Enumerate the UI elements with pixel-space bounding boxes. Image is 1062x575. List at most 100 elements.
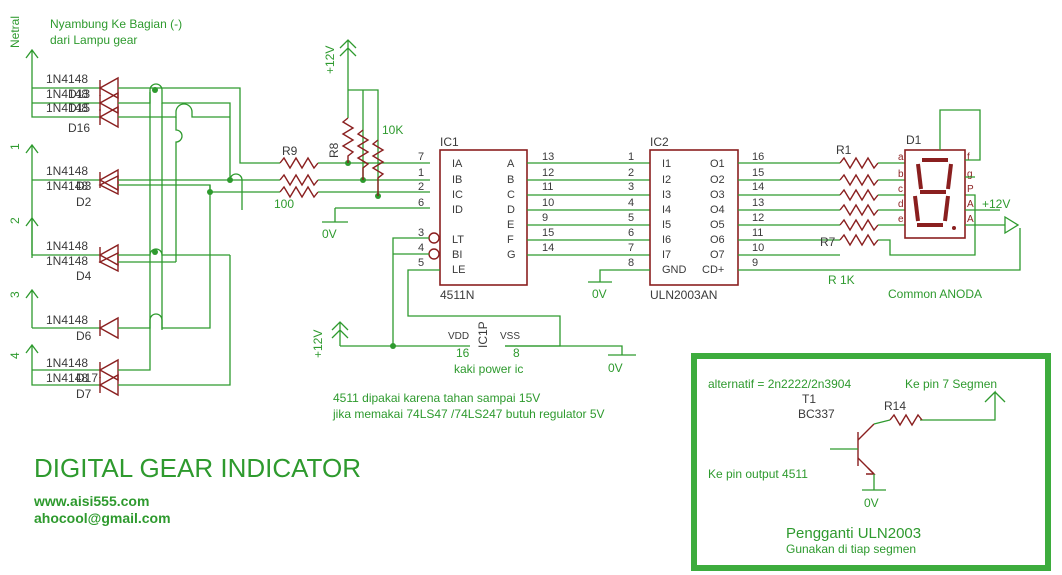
ic2-pin-number: 3 [628, 181, 634, 193]
ic1-pin-name: B [507, 174, 514, 186]
r7-label: R7 [820, 235, 836, 249]
alternative-subtitle: Gunakan di tiap segmen [786, 542, 916, 556]
common-anoda-label: Common ANODA [888, 287, 982, 301]
ic2-ground-wire [588, 269, 650, 283]
ic1-pin-name: G [507, 249, 516, 261]
alternative-transistor-line: alternatif = 2n2222/2n3904 [708, 377, 851, 391]
alternative-ground-label: 0V [864, 496, 879, 510]
gear-input-2-label: 2 [8, 217, 22, 224]
r9-label: R9 [282, 144, 298, 158]
ic2-pin-number: 12 [752, 212, 764, 224]
ic2-output-wires [738, 162, 840, 256]
diode-part-label: 1N4148 [46, 371, 88, 385]
ic2-pin-number: 4 [628, 197, 634, 209]
r8-label: R8 [327, 142, 341, 158]
gear-input-rails [25, 48, 100, 386]
anode-label: A [967, 199, 974, 210]
ic2-pin-number: 11 [752, 227, 763, 239]
r1-label: R1 [836, 143, 852, 157]
transistor-ref-label: T1 [802, 392, 816, 406]
pullup-resistors [341, 117, 385, 196]
ic1-pin-number: 6 [418, 197, 424, 209]
pin7-label: Ke pin 7 Segmen [905, 377, 997, 391]
ic2-pin-number: 14 [752, 181, 764, 193]
ic2-pin-number: 9 [752, 257, 758, 269]
ic4511-note-line2: jika memakai 74LS47 /74LS247 butuh regul… [332, 407, 605, 421]
ic1p-vss-pin: 8 [513, 346, 520, 360]
neutral-note-line2: dari Lampu gear [50, 33, 137, 47]
diode-part-label: 1N4148 [46, 179, 88, 193]
vss-ground-wire [505, 345, 636, 356]
r9-value-label: 100 [274, 197, 294, 211]
segment-p-label: P [967, 184, 974, 195]
ic2-pin-name: O6 [710, 234, 725, 246]
ic1-pin-name: A [507, 158, 515, 170]
diode-ref-label: D16 [68, 121, 90, 135]
segment-resistors [839, 156, 879, 247]
segment-g-label: g [967, 169, 973, 180]
ic1-pin-name: ID [452, 204, 463, 216]
ic2-pin-name: GND [662, 264, 687, 276]
ic2-pin-name: O7 [710, 249, 725, 261]
ic1-pin-name: E [507, 219, 514, 231]
diode-ref-label: D7 [76, 387, 92, 401]
ic2-pin-number: 5 [628, 212, 634, 224]
ic2-pin-name: I1 [662, 158, 671, 170]
ic1-pin-number: 12 [542, 167, 554, 179]
ic1-input-wires [318, 162, 430, 222]
ic1p-vss-label: VSS [500, 331, 520, 342]
display-ref-label: D1 [906, 133, 922, 147]
display-input-wires [878, 162, 976, 256]
ic1-pin-number: 10 [542, 197, 554, 209]
ic1-pin-name: D [507, 204, 515, 216]
ic2-pin-name: O3 [710, 189, 725, 201]
output4511-label: Ke pin output 4511 [708, 467, 808, 481]
diode-part-label: 1N4148 [46, 164, 88, 178]
ic2-pin-name: O1 [710, 158, 725, 170]
ic2-right-pins: O1 O2 O3 O4 O5 O6 O7 CD+ 16 15 14 13 12 … [702, 151, 764, 276]
ic1p-vdd-pin: 16 [456, 346, 470, 360]
diode-bus-wiring [118, 83, 280, 386]
diode-ref-label: D13 [68, 87, 90, 101]
ic1-pin-name: IC [452, 189, 463, 201]
ic1-pin-number: 11 [542, 181, 553, 193]
gear-input-4-label: 4 [8, 352, 22, 359]
ic2-ref-label: IC2 [650, 135, 669, 149]
neutral-note-line1: Nyambung Ke Bagian (-) [50, 17, 182, 31]
ic2-pin-name: I7 [662, 249, 671, 261]
ic1-pin-name: BI [452, 249, 462, 261]
ic2-pin-name: O5 [710, 219, 725, 231]
diode-part-label: 1N4148 [46, 254, 88, 268]
ic2-pin-name: I6 [662, 234, 671, 246]
ic1-4511 [428, 149, 528, 286]
ic2-pin-name: I3 [662, 189, 671, 201]
ic2-pin-name: I4 [662, 204, 671, 216]
segment-f-label: f [967, 152, 970, 163]
display-right-wires [939, 109, 1020, 235]
ic2-pin-number: 6 [628, 227, 634, 239]
r14-label: R14 [884, 399, 906, 413]
collector-wire [873, 390, 1006, 425]
diode-ref-label: D15 [68, 101, 90, 115]
ic2-pin-number: 7 [628, 242, 634, 254]
ic1-control-wires [340, 237, 561, 347]
alternative-title: Pengganti ULN2003 [786, 525, 921, 542]
ic2-part-label: ULN2003AN [650, 288, 717, 302]
ic1-part-label: 4511N [440, 288, 474, 302]
ic4511-note-line1: 4511 dipakai karena tahan sampai 15V [333, 391, 540, 405]
ic1-pin-name: LT [452, 234, 464, 246]
supply-12v-label: +12V [323, 46, 337, 74]
segment-c-label: c [898, 184, 903, 195]
supply-12v-label: +12V [311, 330, 325, 358]
ic2-pin-number: 1 [628, 151, 634, 163]
ic1p-vdd-label: VDD [448, 331, 469, 342]
ground-label: 0V [322, 227, 337, 241]
diode-ref-label: D3 [76, 179, 92, 193]
transistor-part-label: BC337 [798, 407, 835, 421]
ic1-pin-name: IB [452, 174, 462, 186]
diode-ref-label: D4 [76, 269, 92, 283]
junction-dots [152, 87, 396, 349]
ic2-pin-name: I5 [662, 219, 671, 231]
ic1-pin-number: 14 [542, 242, 554, 254]
